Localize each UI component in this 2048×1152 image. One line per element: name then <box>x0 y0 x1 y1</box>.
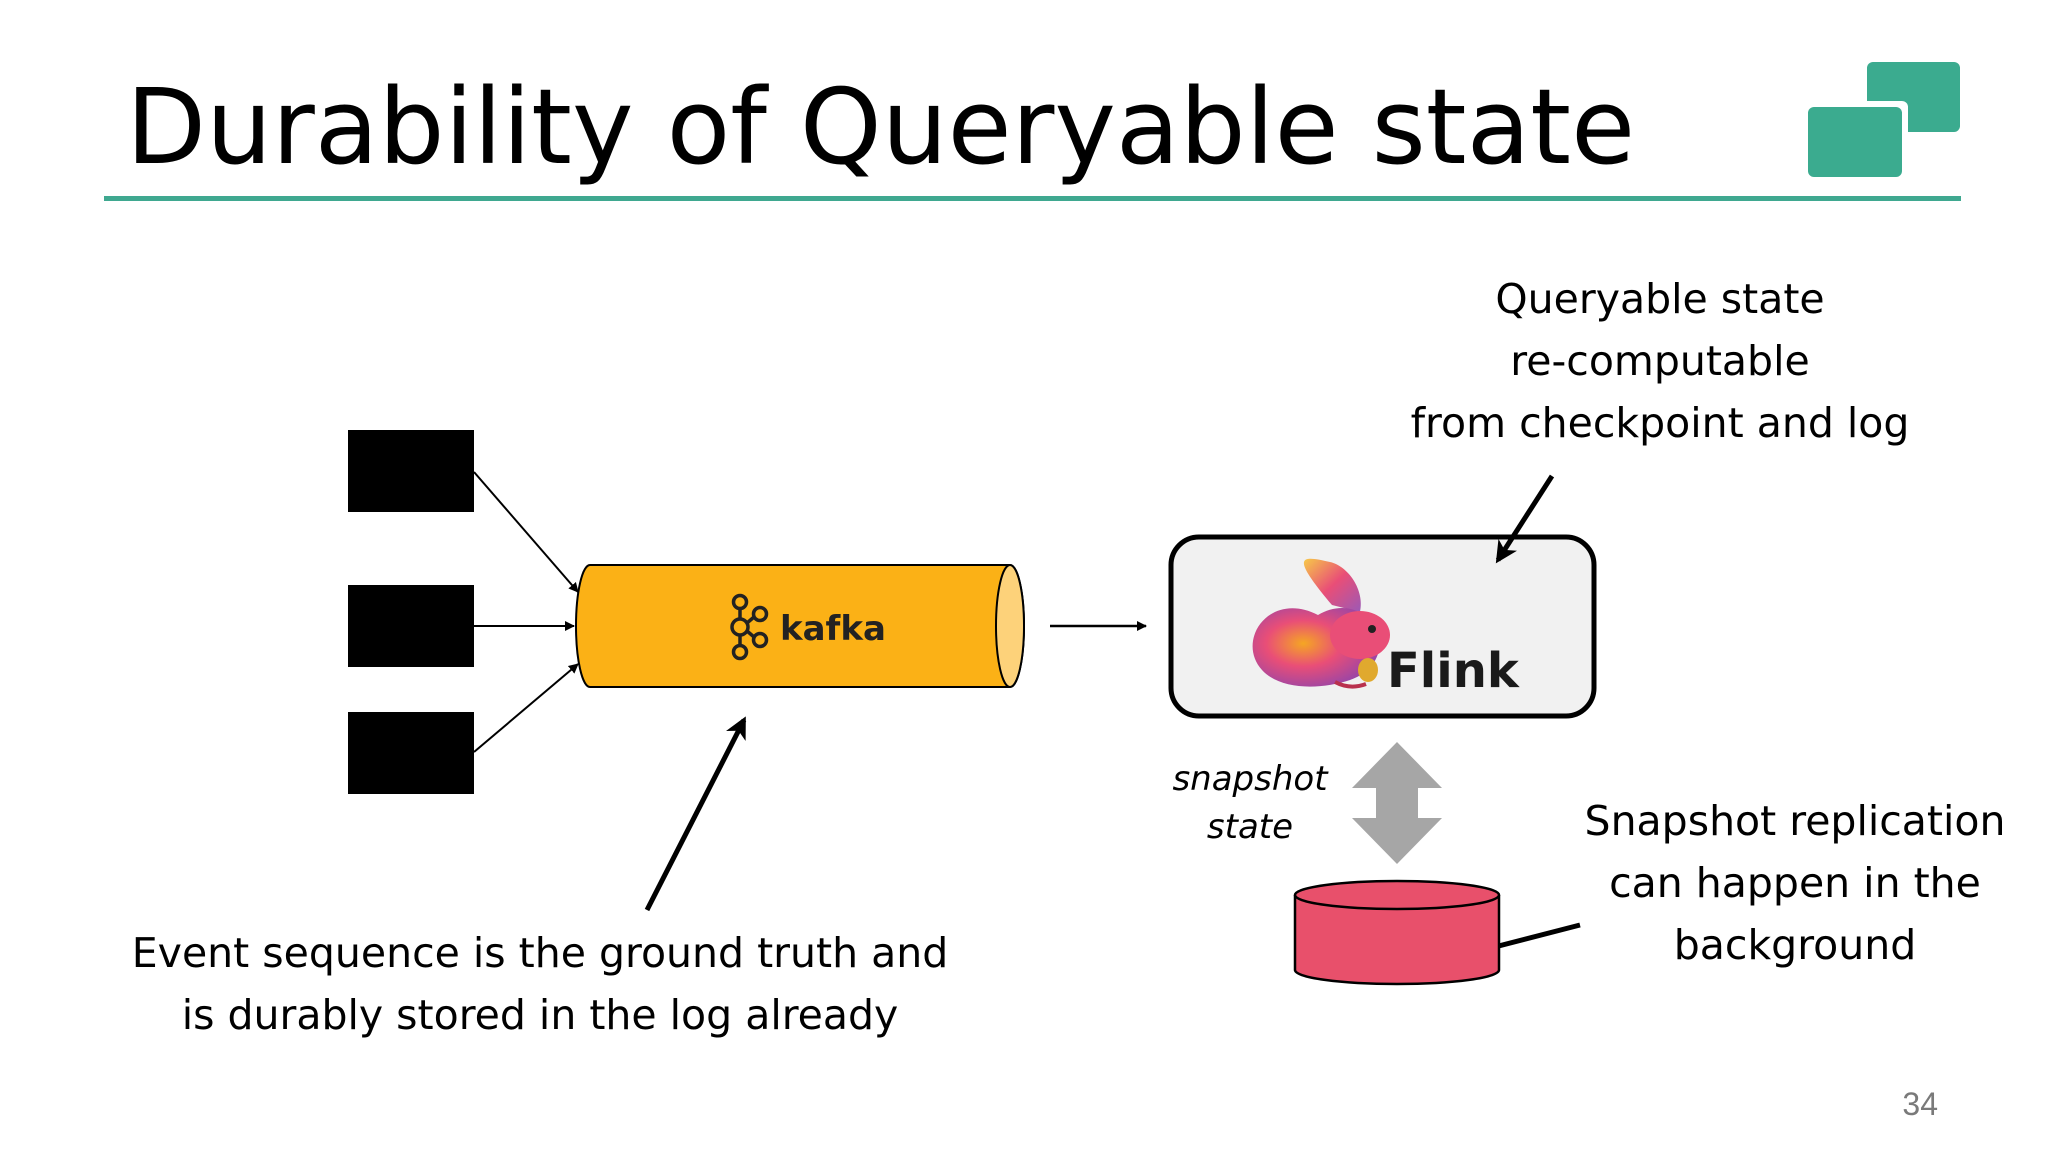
slide-title: Durability of Queryable state <box>126 66 1636 188</box>
annotation-line: Event sequence is the ground truth and <box>131 929 949 977</box>
kafka-log-cylinder <box>575 564 1025 688</box>
queryable-arrow <box>1495 474 1555 564</box>
flink-squirrel-icon <box>1252 558 1390 689</box>
flink-label: Flink <box>1387 643 1520 699</box>
snapshot-double-arrow <box>1352 742 1442 864</box>
snapshot-state-label: snapshot state <box>1160 755 1340 851</box>
producer-arrow <box>473 663 579 753</box>
snapshot-storage-cylinder <box>1293 879 1501 986</box>
annotation-line: Snapshot replication <box>1584 797 2006 845</box>
producer-box <box>348 430 474 512</box>
queryable-state-annotation: Queryable state re-computable from check… <box>1400 268 1920 454</box>
annotation-line: re-computable <box>1510 337 1810 385</box>
event-sequence-arrow <box>644 716 747 912</box>
annotation-line: background <box>1673 921 1917 969</box>
producer-arrow <box>473 471 579 593</box>
kafka-label: kafka <box>780 609 886 649</box>
kafka-logo-icon <box>730 593 769 661</box>
annotation-line: Queryable state <box>1495 275 1825 323</box>
slide-logo-icon <box>1808 62 1960 178</box>
event-sequence-annotation: Event sequence is the ground truth and i… <box>100 922 980 1046</box>
producer-box <box>348 712 474 794</box>
page-number: 34 <box>1902 1086 1938 1122</box>
annotation-line: from checkpoint and log <box>1410 399 1910 447</box>
producer-box <box>348 585 474 667</box>
snapshot-label-line: state <box>1206 807 1294 847</box>
annotation-line: is durably stored in the log already <box>181 991 899 1039</box>
annotation-line: can happen in the <box>1609 859 1981 907</box>
replication-annotation: Snapshot replication can happen in the b… <box>1570 790 2020 976</box>
logo-front-square <box>1808 107 1902 177</box>
snapshot-label-line: snapshot <box>1172 759 1328 799</box>
title-underline <box>104 196 1961 201</box>
